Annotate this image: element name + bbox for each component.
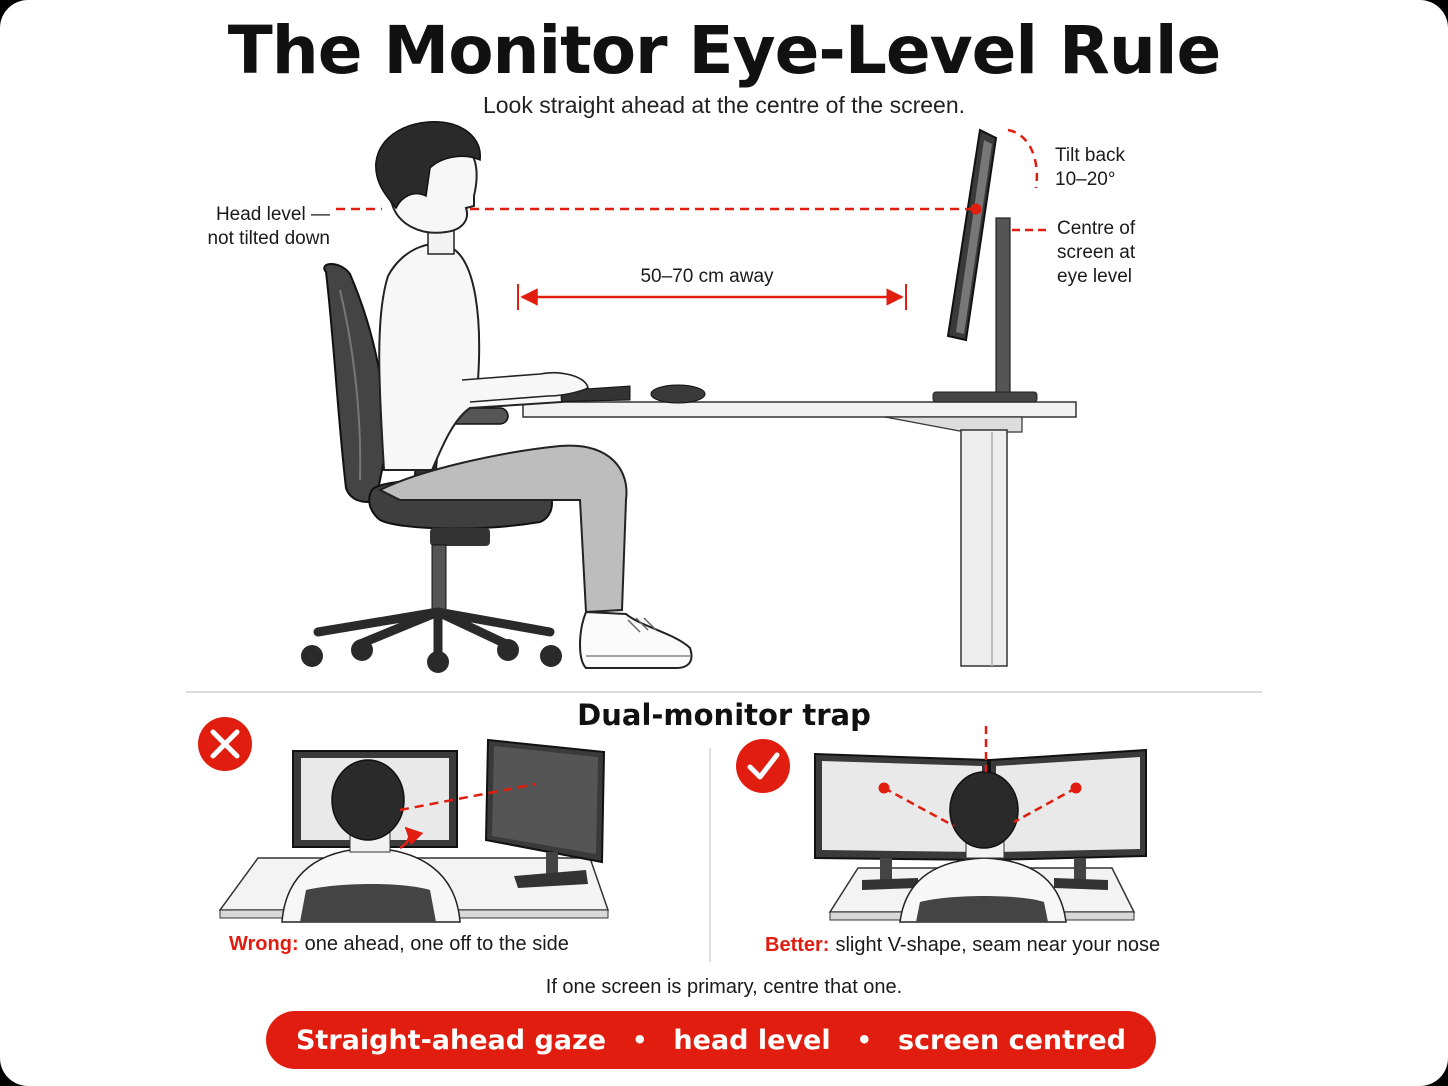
head-level-label: Head level — not tilted down <box>207 204 330 249</box>
summary-pill: Straight-ahead gaze • head level • scree… <box>266 1011 1156 1069</box>
wrong-tag: Wrong: <box>229 933 299 955</box>
centre-label: Centre of screen at eye level <box>1057 218 1136 287</box>
wrong-text: one ahead, one off to the side <box>304 933 569 955</box>
primary-note: If one screen is primary, centre that on… <box>545 976 903 998</box>
wrong-scene <box>198 717 610 923</box>
bullet-separator: • <box>632 1026 648 1054</box>
summary-item: head level <box>673 1024 831 1056</box>
tilt-label: Tilt back 10–20° <box>1055 145 1126 190</box>
wrong-caption: Wrong:one ahead, one off to the side <box>229 933 569 956</box>
better-text: slight V-shape, seam near your nose <box>835 934 1161 956</box>
bullet-separator: • <box>856 1026 872 1054</box>
desk <box>522 401 1077 667</box>
distance-label: 50–70 cm away <box>640 266 774 287</box>
mouse <box>650 384 706 404</box>
summary-item: screen centred <box>897 1024 1127 1056</box>
better-caption: Better:slight V-shape, seam near your no… <box>765 934 1160 957</box>
page-title: The Monitor Eye-Level Rule <box>227 12 1221 89</box>
better-scene <box>736 726 1147 923</box>
better-tag: Better: <box>765 934 830 956</box>
eye-level-sightline <box>336 203 982 215</box>
seated-person <box>375 121 693 669</box>
tilt-arc <box>1007 128 1039 189</box>
screen-centre-dot <box>970 203 982 215</box>
page-subtitle: Look straight ahead at the centre of the… <box>482 92 966 118</box>
distance-arrow <box>517 284 907 310</box>
summary-item: Straight-ahead gaze <box>295 1024 607 1056</box>
check-icon <box>736 739 790 793</box>
dual-monitor-title: Dual-monitor trap <box>577 698 871 732</box>
monitor <box>932 128 1038 403</box>
